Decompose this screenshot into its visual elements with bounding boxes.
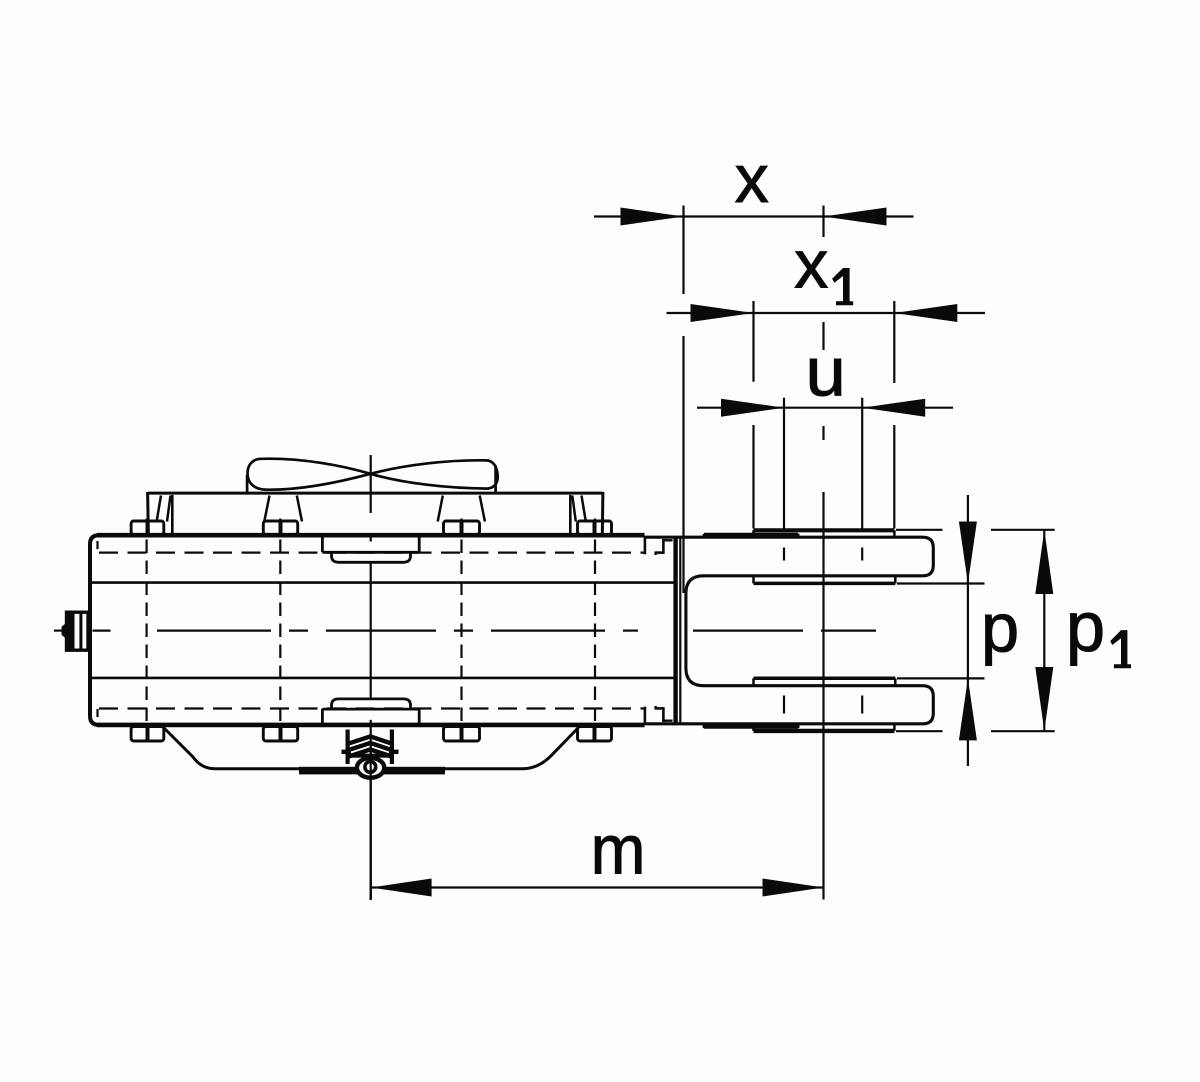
svg-text:p: p [981,589,1019,666]
svg-text:p: p [1066,587,1105,666]
svg-text:u: u [805,333,845,410]
svg-text:x: x [794,227,828,303]
svg-text:m: m [591,812,646,889]
svg-text:x: x [735,141,769,217]
